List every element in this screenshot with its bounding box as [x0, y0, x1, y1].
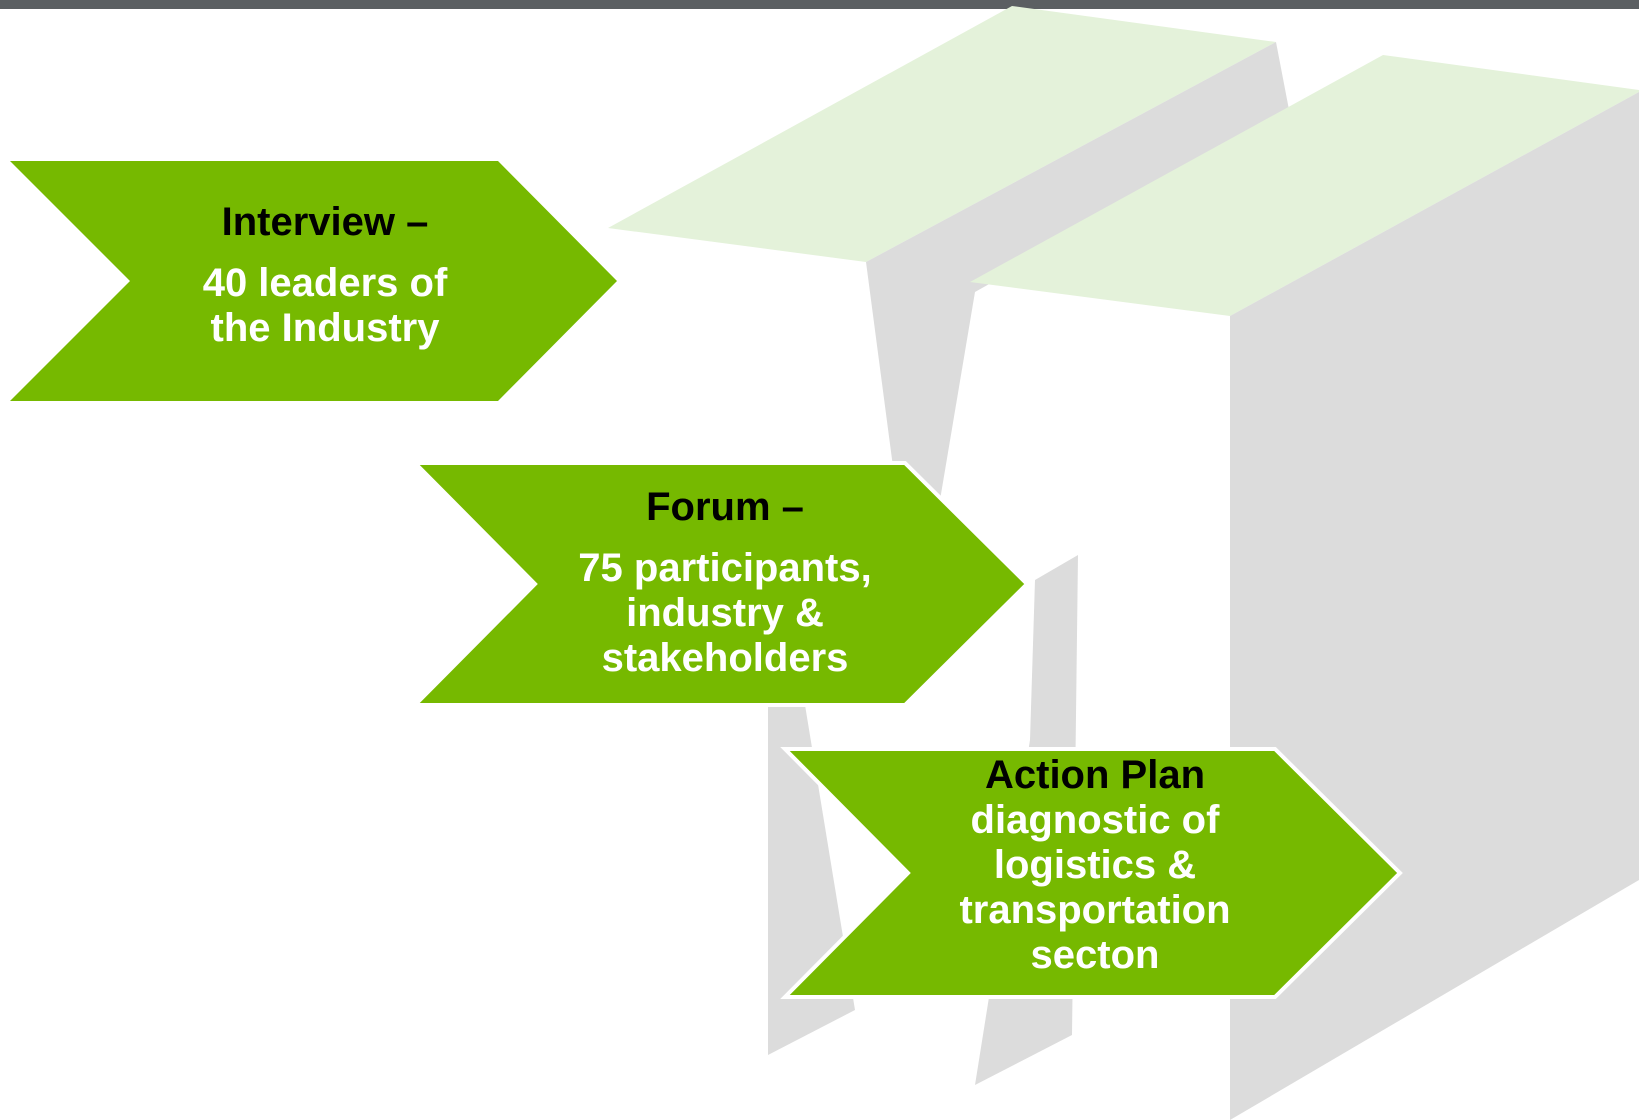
block-back-top [608, 6, 1276, 262]
step-heading: Forum – [646, 485, 804, 529]
chevron-shape [780, 747, 1403, 999]
step-text: Interview – 40 leaders of the Industry [140, 200, 510, 351]
chevron-shape [10, 161, 617, 401]
step-text: Action Plan diagnostic of logistics & tr… [910, 753, 1280, 978]
block-back-side [866, 42, 1290, 520]
step-arrow-action-plan: Action Plan diagnostic of logistics & tr… [780, 745, 1405, 1000]
chevron-shape [410, 461, 1030, 707]
step-arrow-interview: Interview – 40 leaders of the Industry [0, 155, 625, 405]
step-detail: 40 leaders of the Industry [202, 261, 448, 350]
step-detail: 75 participants, industry & stakeholders [578, 546, 872, 680]
step-text: Forum – 75 participants, industry & stak… [540, 485, 910, 681]
block-front-top [970, 55, 1639, 316]
step-arrow-forum: Forum – 75 participants, industry & stak… [410, 458, 1035, 708]
step-heading: Action Plan [984, 753, 1206, 797]
step-detail: diagnostic of logistics & transportation… [959, 798, 1231, 977]
step-heading: Interview – [221, 200, 429, 244]
top-bar [0, 0, 1639, 9]
